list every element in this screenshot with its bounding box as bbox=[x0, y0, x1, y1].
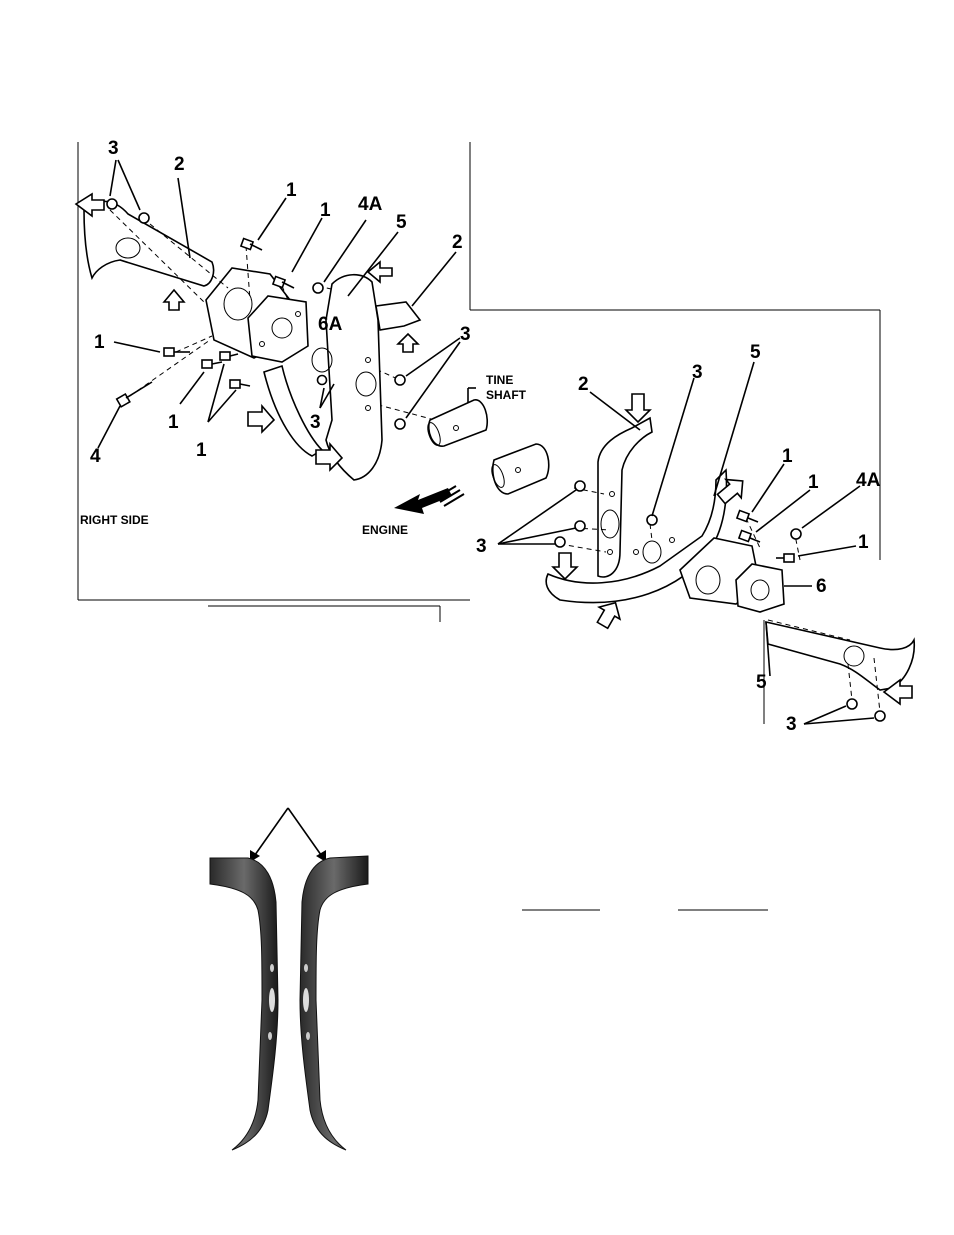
callout-3: 3 bbox=[476, 536, 487, 557]
callout-2: 2 bbox=[578, 374, 589, 395]
nut-4A bbox=[791, 529, 801, 539]
tine-hole bbox=[304, 964, 308, 972]
bolt-1 bbox=[776, 554, 794, 562]
alignment-line bbox=[650, 524, 652, 540]
engine-direction-arrow bbox=[394, 486, 464, 514]
tine-shaft-label: SHAFT bbox=[486, 388, 527, 402]
nut-3 bbox=[395, 419, 405, 429]
callout-1: 1 bbox=[320, 200, 331, 221]
bolt-1-mid bbox=[202, 360, 222, 368]
callout-1: 1 bbox=[196, 440, 207, 461]
nut-3 bbox=[555, 537, 565, 547]
callout-6A: 6A bbox=[318, 314, 343, 335]
callout-5: 5 bbox=[756, 672, 767, 693]
callout-1: 1 bbox=[808, 472, 819, 493]
tine-hole bbox=[306, 1032, 310, 1040]
bolt-1-bottom bbox=[230, 380, 250, 388]
nut-3 bbox=[647, 515, 657, 525]
callout-1: 1 bbox=[168, 412, 179, 433]
nut-3 bbox=[318, 376, 327, 385]
callout-3: 3 bbox=[786, 714, 797, 735]
bolt-4-long bbox=[117, 382, 152, 407]
callout-3: 3 bbox=[310, 412, 321, 433]
callout-2: 2 bbox=[174, 154, 185, 175]
bolt-1-top bbox=[241, 239, 262, 250]
tine-shaft-label: TINE bbox=[486, 373, 513, 387]
tine-blade-5-low bbox=[766, 622, 914, 690]
callout-6: 6 bbox=[816, 576, 827, 597]
tine-photo-left bbox=[210, 858, 278, 1150]
nut-3 bbox=[107, 199, 117, 209]
bolt-hole bbox=[670, 538, 675, 543]
nut-3 bbox=[875, 711, 885, 721]
tine-blade-lower bbox=[264, 366, 322, 456]
rotation-arrow-icon bbox=[553, 553, 577, 579]
tine-pair-photo bbox=[210, 808, 368, 1150]
rotation-arrow-icon bbox=[164, 290, 184, 310]
nut-3 bbox=[139, 213, 149, 223]
callout-1: 1 bbox=[858, 532, 869, 553]
bolt-1 bbox=[737, 511, 758, 522]
rotation-arrow-icon bbox=[626, 394, 650, 422]
callout-4A: 4A bbox=[856, 470, 881, 491]
tine-hole bbox=[269, 988, 275, 1012]
tine-hole bbox=[643, 541, 661, 563]
callout-5: 5 bbox=[750, 342, 761, 363]
rotation-arrow-icon bbox=[398, 334, 418, 352]
tine-blade-2-left bbox=[84, 201, 214, 286]
nut-3 bbox=[575, 521, 585, 531]
tine-hole bbox=[268, 1032, 272, 1040]
bolt-hole bbox=[634, 550, 639, 555]
tine-hole bbox=[303, 988, 309, 1012]
callout-5: 5 bbox=[396, 212, 407, 233]
bolt-1-low bbox=[220, 352, 238, 360]
tine-photo-right bbox=[300, 856, 368, 1150]
left-side-assembly: 2 3 5 1 1 4A 1 6 3 5 3 bbox=[470, 142, 914, 735]
tine-hole bbox=[270, 964, 274, 972]
callout-3: 3 bbox=[692, 362, 703, 383]
rotation-arrow-icon bbox=[248, 406, 274, 432]
callout-4A: 4A bbox=[358, 194, 383, 215]
callout-2: 2 bbox=[452, 232, 463, 253]
callout-4: 4 bbox=[90, 446, 101, 467]
tine-shaft bbox=[425, 400, 549, 494]
callout-1: 1 bbox=[94, 332, 105, 353]
callout-1: 1 bbox=[782, 446, 793, 467]
tine-blade-2-right bbox=[376, 302, 420, 330]
callout-3: 3 bbox=[108, 138, 119, 159]
nut-3 bbox=[847, 699, 857, 709]
nut-3 bbox=[575, 481, 585, 491]
nut-3 bbox=[395, 375, 405, 385]
bolt-1-left bbox=[164, 348, 190, 356]
callout-1: 1 bbox=[286, 180, 297, 201]
nut-4A bbox=[313, 283, 323, 293]
tine-blade-2 bbox=[598, 418, 652, 577]
alignment-line bbox=[176, 336, 212, 352]
engine-label: ENGINE bbox=[362, 523, 408, 537]
right-side-label: RIGHT SIDE bbox=[80, 513, 149, 527]
callout-3: 3 bbox=[460, 324, 471, 345]
